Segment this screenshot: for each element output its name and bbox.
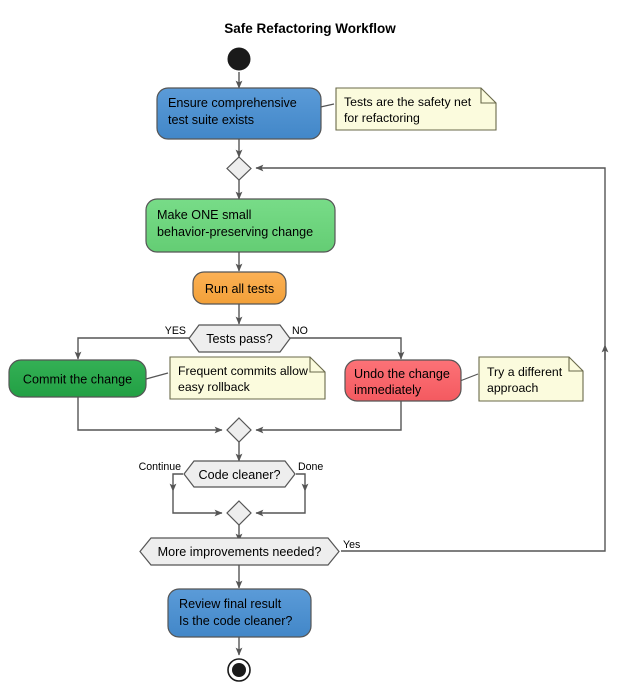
note-approach-shape — [478, 356, 584, 402]
edge-codecleaner-continue — [169, 473, 183, 492]
node-undo-line2: immediately — [354, 383, 422, 397]
note-tests-line2: for refactoring — [344, 111, 420, 125]
decision-codecleaner-label: Code cleaner? — [199, 468, 281, 482]
note-tests-safety-net: Tests are the safety net for refactoring — [335, 87, 497, 131]
edge-label-yes: YES — [165, 325, 186, 337]
node-ensure-shape — [156, 87, 322, 140]
connector-layer — [74, 72, 609, 656]
node-run-all-tests[interactable]: Run all tests — [192, 271, 287, 305]
edge-commit-to-merge2 — [77, 396, 223, 434]
node-makechange-line2: behavior-preserving change — [157, 225, 313, 239]
decision-testspass-shape — [188, 324, 291, 353]
node-runtests-label: Run all tests — [205, 282, 274, 296]
merge-node-2 — [226, 417, 252, 443]
node-undo-line1: Undo the change — [354, 367, 450, 381]
node-ensure-line2: test suite exists — [168, 113, 254, 127]
decision-code-cleaner[interactable]: Code cleaner? — [183, 460, 296, 488]
note-tests-fold — [480, 88, 496, 104]
note-approach-fold — [568, 357, 583, 372]
note-approach-line2: approach — [487, 381, 538, 395]
decision-more-improvements-needed[interactable]: More improvements needed? — [139, 537, 340, 566]
node-makechange-shape — [145, 198, 336, 253]
note-try-different-approach: Try a different approach — [478, 356, 584, 402]
note-approach-line1: Try a different — [487, 365, 563, 379]
decision-tests-pass[interactable]: Tests pass? — [188, 324, 291, 353]
end-node — [227, 658, 251, 682]
note-commits-fold — [309, 357, 325, 373]
edge-label-yes-loop: Yes — [343, 539, 360, 551]
decision-moreimprovements-shape — [139, 537, 340, 566]
edge-label-no: NO — [292, 325, 308, 337]
node-ensure-comprehensive-test-suite[interactable]: Ensure comprehensive test suite exists — [156, 87, 322, 140]
diagram-title: Safe Refactoring Workflow — [224, 21, 396, 36]
merge-node-1 — [226, 156, 252, 181]
node-commit-shape — [8, 359, 147, 398]
note-frequent-commits: Frequent commits allow easy rollback — [169, 356, 326, 400]
node-makechange-line1: Make ONE small — [157, 208, 251, 222]
start-node — [227, 47, 251, 71]
decision-codecleaner-shape — [183, 460, 296, 488]
node-review-line1: Review final result — [179, 597, 282, 611]
node-runtests-shape — [192, 271, 287, 305]
end-node-core — [232, 663, 246, 677]
note-leader-approach — [459, 373, 479, 382]
node-review-line2: Is the code cleaner? — [179, 614, 292, 628]
node-undo-shape — [344, 359, 462, 402]
note-tests-shape — [335, 87, 497, 131]
note-commits-line1: Frequent commits allow — [178, 364, 308, 378]
node-commit-label: Commit the change — [23, 373, 132, 387]
note-commits-shape — [169, 356, 326, 400]
node-make-one-small-change[interactable]: Make ONE small behavior-preserving chang… — [145, 198, 336, 253]
edge-label-done: Done — [298, 461, 323, 473]
node-ensure-line1: Ensure comprehensive — [168, 96, 297, 110]
note-leader-commits — [145, 372, 169, 380]
node-review-final-result[interactable]: Review final result Is the code cleaner? — [167, 588, 312, 638]
edge-loop-back-to-merge1 — [255, 164, 606, 345]
decision-moreimprovements-label: More improvements needed? — [158, 545, 322, 559]
edge-moreimprovements-yes-loop-up — [341, 350, 606, 552]
note-tests-line1: Tests are the safety net — [344, 95, 472, 109]
edge-codecleaner-done — [296, 473, 309, 492]
decision-testspass-label: Tests pass? — [206, 332, 273, 346]
node-undo-the-change[interactable]: Undo the change immediately — [344, 359, 462, 402]
edge-label-continue: Continue — [139, 461, 182, 473]
note-commits-line2: easy rollback — [178, 380, 251, 394]
node-commit-the-change[interactable]: Commit the change — [8, 359, 147, 398]
edge-undo-to-merge2 — [255, 400, 402, 434]
edge-codecleaner-continue-to-merge3 — [172, 491, 223, 517]
merge-node-3 — [226, 500, 252, 526]
edge-codecleaner-done-to-merge3 — [255, 491, 306, 517]
node-review-shape — [167, 588, 312, 638]
edge-testspass-yes-to-commit — [74, 337, 191, 360]
edge-testspass-no-to-undo — [288, 337, 405, 360]
